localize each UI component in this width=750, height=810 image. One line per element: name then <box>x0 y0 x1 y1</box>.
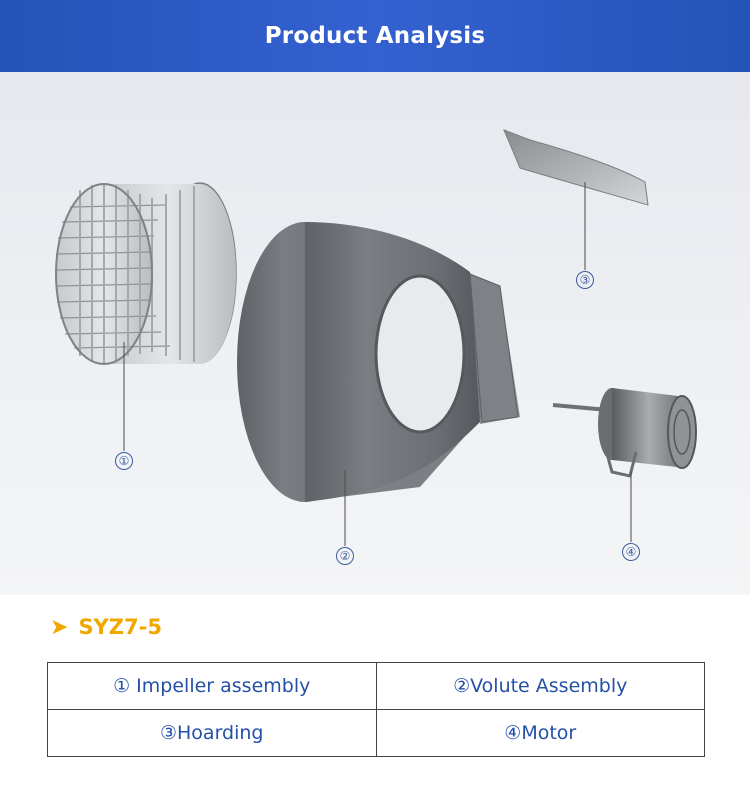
table-cell: ③Hoarding <box>47 709 377 757</box>
diagram-canvas <box>55 129 697 546</box>
callout-2: ② <box>336 547 354 565</box>
table-row: ① Impeller assembly ②Volute Assembly <box>47 662 705 710</box>
page-title: Product Analysis <box>264 23 486 49</box>
impeller-assembly <box>55 182 237 365</box>
callout-3: ③ <box>576 271 594 289</box>
table-cell: ① Impeller assembly <box>47 662 377 710</box>
model-heading: ➤ SYZ7-5 <box>50 615 162 639</box>
header-banner: Product Analysis <box>0 0 750 72</box>
table-row: ③Hoarding ④Motor <box>47 709 705 757</box>
leader-lines <box>123 182 632 546</box>
callout-4: ④ <box>622 543 640 561</box>
arrow-right-icon: ➤ <box>50 614 69 639</box>
parts-table: ① Impeller assembly ②Volute Assembly ③Ho… <box>47 662 705 757</box>
table-cell: ④Motor <box>375 709 705 757</box>
exploded-diagram: ① ② ③ ④ <box>0 72 750 595</box>
model-name: SYZ7-5 <box>78 615 162 639</box>
table-cell: ②Volute Assembly <box>375 662 705 710</box>
volute-assembly <box>237 222 520 502</box>
callout-1: ① <box>115 452 133 470</box>
hoarding <box>503 129 649 206</box>
motor <box>552 388 697 478</box>
